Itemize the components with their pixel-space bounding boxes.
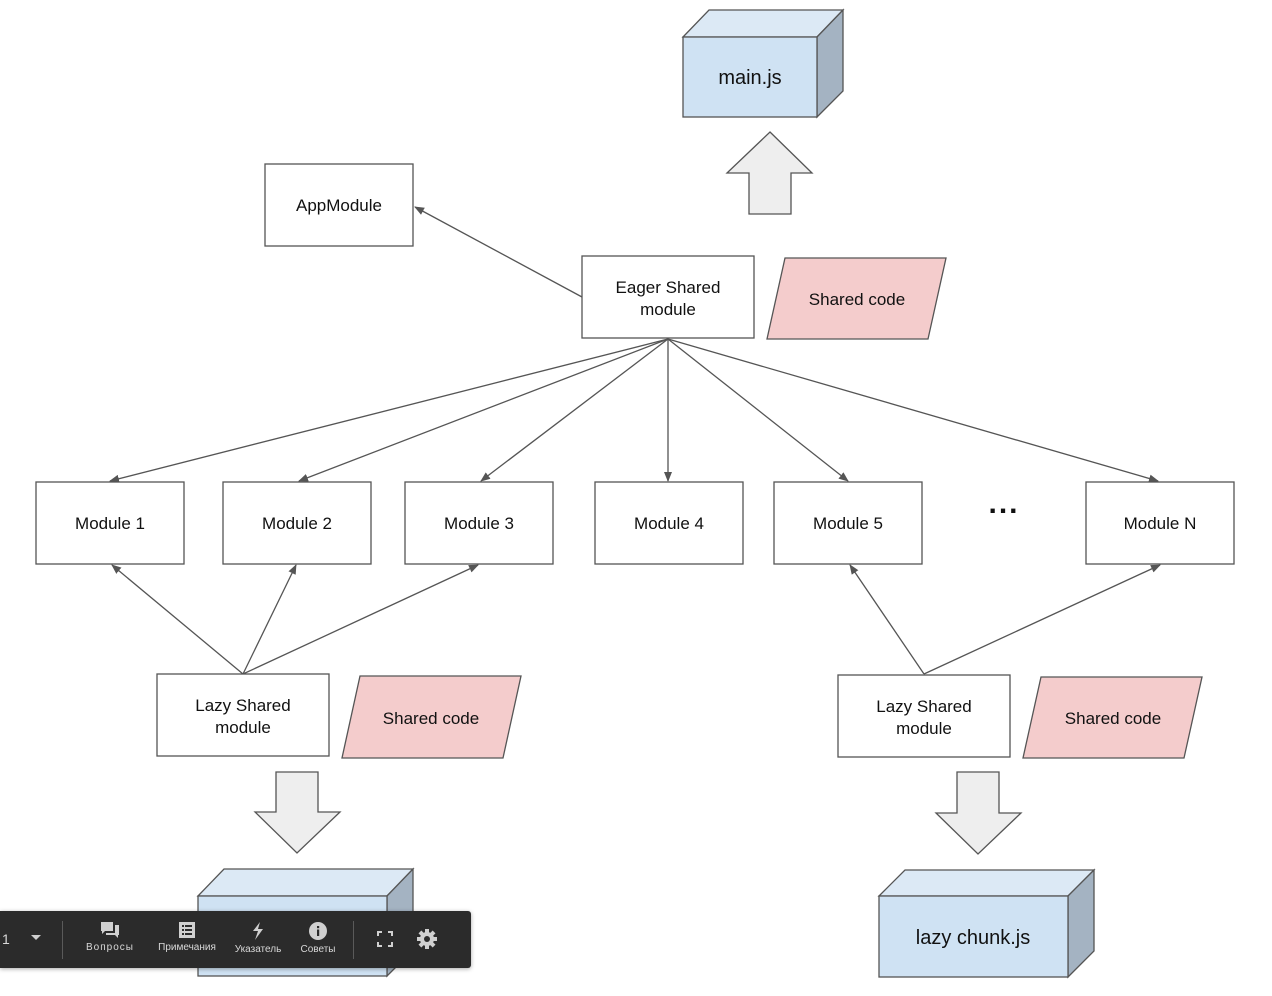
edge-eager-to-module-5: [667, 338, 849, 482]
fullscreen-icon: [377, 931, 393, 947]
app-module-label: AppModule: [296, 196, 382, 215]
questions-label: Вопросы: [86, 942, 134, 953]
module-4-node: Module 4: [594, 481, 744, 565]
output-down-arrow-left: [253, 771, 342, 854]
eager-shared-label-line1: Eager Shared: [616, 278, 721, 297]
fullscreen-button[interactable]: [377, 931, 393, 952]
module-2-label: Module 2: [262, 514, 332, 533]
lazy-shared-right-label-line1: Lazy Shared: [876, 697, 971, 716]
output-up-arrow: [725, 131, 814, 215]
info-icon: [309, 922, 327, 940]
lazy-shared-left-label-line2: module: [215, 718, 271, 737]
edge-lazy-left-to-module-3: [242, 564, 479, 675]
toolbar-divider: [353, 921, 354, 959]
main-js-label: main.js: [718, 67, 781, 89]
eager-shared-label-line2: module: [640, 300, 696, 319]
lazy-shared-module-right-node: Lazy Shared module: [837, 674, 1011, 758]
edge-eager-to-module-n: [667, 338, 1159, 483]
laser-pointer-icon: [253, 922, 263, 940]
edge-eager-to-module-2: [298, 338, 669, 482]
shared-code-top: Shared code: [766, 257, 947, 340]
module-5-label: Module 5: [813, 514, 883, 533]
edge-eager-to-appmodule: [414, 206, 583, 298]
shared-code-left-label: Shared code: [383, 709, 479, 728]
lazy-shared-right-label-line2: module: [896, 719, 952, 738]
lazy-shared-left-label-line1: Lazy Shared: [195, 696, 290, 715]
module-1-label: Module 1: [75, 514, 145, 533]
edge-eager-to-module-1: [109, 338, 669, 483]
module-3-node: Module 3: [404, 481, 554, 565]
module-5-node: Module 5: [773, 481, 923, 565]
edge-eager-to-module-3: [480, 338, 669, 482]
main-js-bundle: main.js: [681, 8, 845, 119]
module-4-label: Module 4: [634, 514, 704, 533]
lazy-chunk-bundle-right: lazy chunk.js: [877, 868, 1096, 979]
chat-bubbles-icon: [101, 922, 119, 938]
gear-icon: [417, 929, 437, 949]
pointer-label: Указатель: [234, 944, 282, 955]
lazy-chunk-right-label: lazy chunk.js: [916, 927, 1031, 949]
tips-button[interactable]: Советы: [296, 921, 340, 961]
shared-code-left: Shared code: [341, 675, 522, 759]
shared-code-right-label: Shared code: [1065, 709, 1161, 728]
module-n-node: Module N: [1085, 481, 1235, 565]
edge-lazy-left-to-module-1: [111, 564, 244, 675]
shared-code-right: Shared code: [1022, 676, 1203, 759]
edge-lazy-left-to-module-2: [242, 564, 297, 675]
edge-lazy-right-to-module-n: [923, 564, 1161, 675]
module-3-label: Module 3: [444, 514, 514, 533]
tips-label: Советы: [300, 944, 336, 955]
lazy-shared-module-left-node: Lazy Shared module: [156, 673, 330, 757]
app-module-node: AppModule: [264, 163, 414, 247]
questions-button[interactable]: Вопросы: [80, 921, 140, 961]
toolbar-divider: [62, 921, 63, 959]
output-down-arrow-right: [934, 771, 1023, 855]
presentation-toolbar: 1 Вопросы Примечания: [0, 911, 471, 968]
eager-shared-module-node: Eager Shared module: [581, 255, 755, 339]
page-number[interactable]: 1: [2, 931, 10, 947]
pointer-button[interactable]: Указатель: [230, 921, 286, 961]
notes-label: Примечания: [158, 942, 216, 953]
edge-lazy-right-to-module-5: [849, 564, 925, 675]
shared-code-top-label: Shared code: [809, 290, 905, 309]
modules-ellipsis: ...: [988, 487, 1019, 520]
module-2-node: Module 2: [222, 481, 372, 565]
module-n-label: Module N: [1124, 514, 1197, 533]
notes-button[interactable]: Примечания: [155, 921, 219, 961]
settings-button[interactable]: [416, 928, 438, 955]
module-1-node: Module 1: [35, 481, 185, 565]
caret-down-icon[interactable]: [31, 935, 41, 940]
notes-list-icon: [179, 922, 195, 938]
